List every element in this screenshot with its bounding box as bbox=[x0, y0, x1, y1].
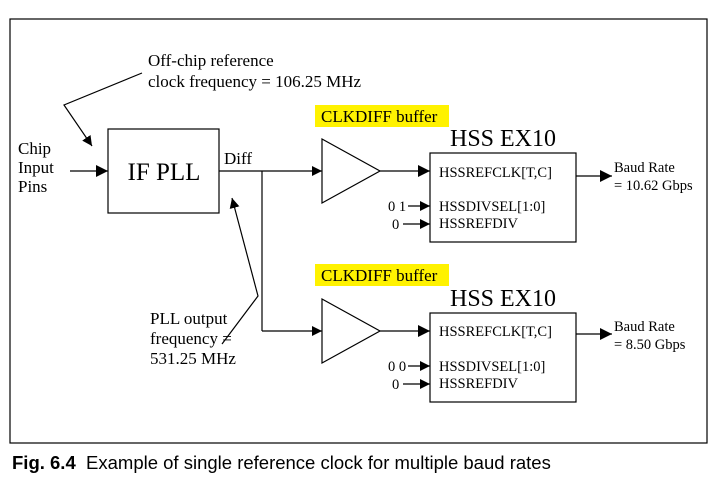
pll-output-pointer bbox=[221, 197, 259, 345]
pll-output-label: Diff bbox=[224, 149, 252, 168]
pll-output-note-line3: 531.25 MHz bbox=[150, 349, 236, 368]
baud-rate-line2: = 10.62 Gbps bbox=[614, 178, 693, 194]
input-label: Chip Input Pins bbox=[18, 139, 58, 196]
divsel-value: 0 1 bbox=[388, 199, 406, 215]
input-label-line3: Pins bbox=[18, 177, 47, 196]
buffer-label-highlight bbox=[315, 105, 449, 127]
divsel-value: 0 0 bbox=[388, 359, 406, 375]
clkdiff-buffer-triangle bbox=[321, 137, 382, 205]
pin-refclk: HSSREFCLK[T,C] bbox=[439, 324, 552, 340]
pin-refdiv: HSSREFDIV bbox=[439, 216, 518, 232]
pin-divsel: HSSDIVSEL[1:0] bbox=[439, 359, 545, 375]
pll-label: IF PLL bbox=[128, 159, 201, 186]
refdiv-value: 0 bbox=[392, 377, 399, 393]
pin-refdiv: HSSREFDIV bbox=[439, 376, 518, 392]
figure-number: Fig. 6.4 bbox=[12, 452, 76, 473]
input-label-line1: Chip bbox=[18, 139, 51, 158]
input-label-line2: Input bbox=[18, 158, 54, 177]
clkdiff-buffer-triangle bbox=[321, 297, 382, 365]
baud-rate-line1: Baud Rate bbox=[614, 160, 675, 176]
core-title: HSS EX10 bbox=[450, 286, 556, 312]
pin-divsel: HSSDIVSEL[1:0] bbox=[439, 199, 545, 215]
reference-pointer bbox=[63, 72, 143, 147]
core-title: HSS EX10 bbox=[450, 126, 556, 152]
reference-note-line1: Off-chip reference bbox=[148, 51, 274, 70]
baud-rate-line1: Baud Rate bbox=[614, 319, 675, 335]
reference-note-line2: clock frequency = 106.25 MHz bbox=[148, 72, 362, 91]
pin-refclk: HSSREFCLK[T,C] bbox=[439, 165, 552, 181]
pll-output-note-line1: PLL output bbox=[150, 309, 228, 328]
buffer-label: CLKDIFF buffer bbox=[321, 107, 438, 126]
diagram-frame bbox=[9, 18, 708, 444]
refdiv-value: 0 bbox=[392, 217, 399, 233]
reference-note: Off-chip reference clock frequency = 106… bbox=[148, 51, 362, 91]
buffer-label-highlight bbox=[315, 264, 449, 286]
baud-rate-label: Baud Rate = 10.62 Gbps bbox=[614, 160, 693, 194]
hss-core-block bbox=[429, 312, 577, 403]
baud-rate-label: Baud Rate = 8.50 Gbps bbox=[614, 319, 686, 353]
figure-caption: Fig. 6.4 Example of single reference clo… bbox=[12, 452, 712, 474]
pll-output-note-line2: frequency = bbox=[150, 329, 232, 348]
buffer-label: CLKDIFF buffer bbox=[321, 266, 438, 285]
pll-block bbox=[107, 128, 220, 214]
pll-output-note: PLL output frequency = 531.25 MHz bbox=[150, 309, 236, 368]
baud-rate-line2: = 8.50 Gbps bbox=[614, 337, 686, 353]
figure-caption-text: Example of single reference clock for mu… bbox=[86, 452, 551, 473]
hss-core-block bbox=[429, 152, 577, 243]
